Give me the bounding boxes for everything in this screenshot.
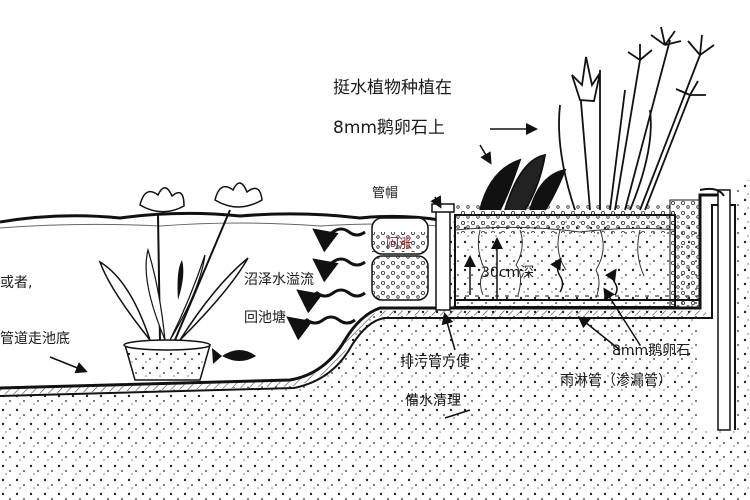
stone-wall xyxy=(371,217,429,301)
leader-lines xyxy=(49,123,641,419)
label-drain: 排污管方便 xyxy=(400,354,470,370)
standpipe xyxy=(435,209,451,311)
pipe-cap xyxy=(431,203,455,213)
label-depth: 30cm深 xyxy=(481,265,535,281)
label-cap: 管帽 xyxy=(372,186,399,201)
label-return-pool: 回池塘 xyxy=(244,310,286,326)
upflow-arrows xyxy=(464,237,618,300)
lotus-icon xyxy=(98,182,263,381)
water-arrow-icon xyxy=(286,227,366,341)
label-wall: 闷涨 xyxy=(386,237,413,252)
label-rain-pipe: 雨淋管（渗漏管） xyxy=(560,373,672,389)
label-overflow: 沼泽水溢流 xyxy=(244,272,314,288)
pond-water xyxy=(0,211,440,385)
label-or: 或者, xyxy=(0,275,33,291)
water-surface xyxy=(0,211,441,224)
label-emergent-line1: 挺水植物种植在 xyxy=(333,78,452,98)
label-emergent-line2: 8mm鹅卵石上 xyxy=(333,118,445,138)
fish-icon xyxy=(212,348,256,364)
reed-icon xyxy=(479,26,715,211)
pond-liner xyxy=(0,193,725,390)
label-gravel: 8mm鹅卵石 xyxy=(612,343,691,359)
roots xyxy=(477,229,645,299)
soil-ground xyxy=(0,180,750,500)
label-pipe-to-pool: 管道走池底 xyxy=(0,331,70,347)
label-drain2: 備水清理 xyxy=(405,393,461,409)
